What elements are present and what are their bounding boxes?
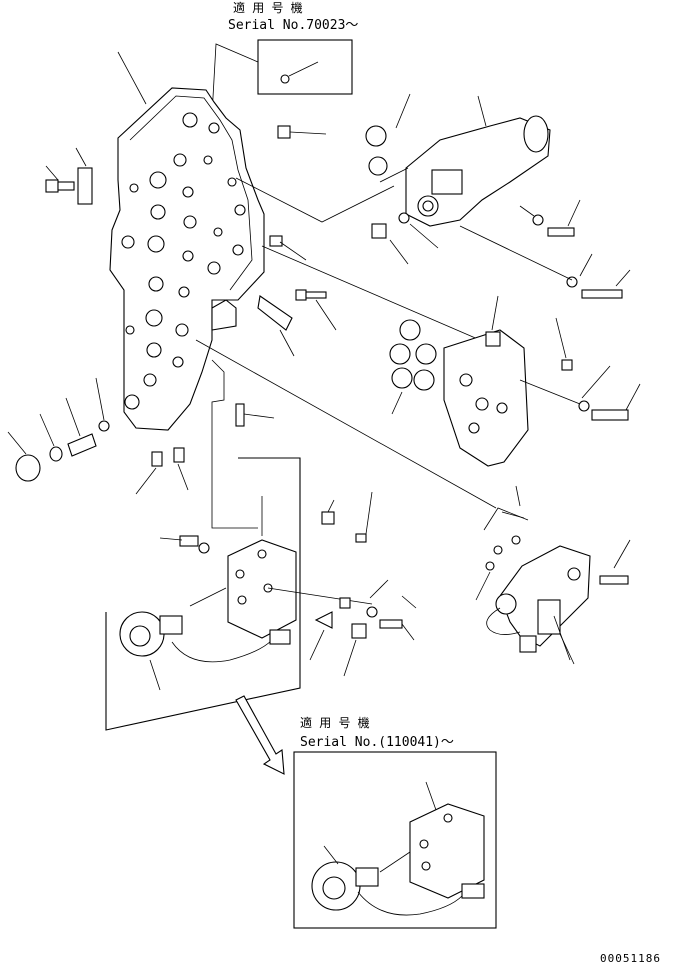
serial-note-1-serial: Serial No.70023～ — [228, 18, 358, 33]
motor-assembly — [365, 93, 631, 299]
washer — [578, 400, 590, 412]
hollow-arrow — [235, 695, 285, 775]
leader-line — [288, 61, 319, 77]
harness-lines — [211, 359, 275, 529]
leader-line — [75, 147, 87, 167]
motor-end-cap — [523, 115, 549, 153]
valve-port-holes — [121, 112, 246, 410]
serial-note-1-heading: 適 用 号 機 — [233, 0, 303, 15]
serial-note-1-plug — [280, 74, 290, 84]
lock-plate — [77, 167, 93, 205]
spring — [67, 433, 97, 457]
callout-lines-center — [195, 339, 497, 677]
plug — [371, 223, 387, 239]
valve-body-face — [129, 95, 253, 291]
seal-ring — [49, 446, 63, 462]
serial-note-2-heading: 適 用 号 機 — [300, 715, 370, 730]
serial-note-2-serial: Serial No.(110041)～ — [300, 735, 454, 750]
callout-lines-upper — [235, 177, 481, 341]
hex-bolt-head — [45, 179, 59, 193]
connector-new — [461, 883, 485, 899]
plug — [179, 535, 199, 547]
hex-bolt-shank — [57, 181, 75, 191]
solenoid-detail-box — [105, 457, 301, 731]
small-plugs — [135, 447, 189, 495]
o-ring — [368, 156, 388, 176]
motor-housing — [405, 117, 551, 227]
clip — [235, 403, 245, 427]
drawing-number: 00051186 — [600, 952, 661, 965]
solenoid-block — [227, 539, 297, 639]
reference-arrow — [235, 695, 285, 775]
washer — [366, 606, 378, 618]
o-ring — [365, 125, 387, 147]
serial-note-2: 適 用 号 機 Serial No.(110041)～ — [293, 715, 497, 929]
bracket — [257, 295, 293, 331]
epc-valve-body — [499, 545, 591, 647]
leader-line — [117, 51, 147, 105]
center-bracket-group — [211, 125, 337, 357]
relief-plug-group — [7, 377, 110, 482]
harness-wire-new — [357, 891, 463, 916]
selector-valve-body — [443, 329, 529, 467]
plug — [15, 454, 41, 482]
steel-ball — [98, 420, 110, 432]
solenoid-block-new — [409, 803, 485, 899]
callout-line — [211, 43, 259, 116]
connector — [269, 629, 291, 645]
serial-note-2-box — [293, 751, 497, 929]
washer — [566, 276, 578, 288]
left-bracket-group — [45, 51, 147, 205]
selector-valve — [389, 295, 641, 467]
detail-box-outline — [105, 457, 301, 731]
harness-wire — [171, 639, 273, 663]
epc-valve — [475, 485, 631, 665]
main-valve-body — [109, 87, 265, 431]
serial-note-1: 適 用 号 機 Serial No.70023～ — [211, 0, 358, 116]
plug-cap — [211, 299, 237, 331]
serial-note-1-box — [257, 39, 353, 95]
washer — [532, 214, 544, 226]
leader-line — [45, 165, 59, 181]
